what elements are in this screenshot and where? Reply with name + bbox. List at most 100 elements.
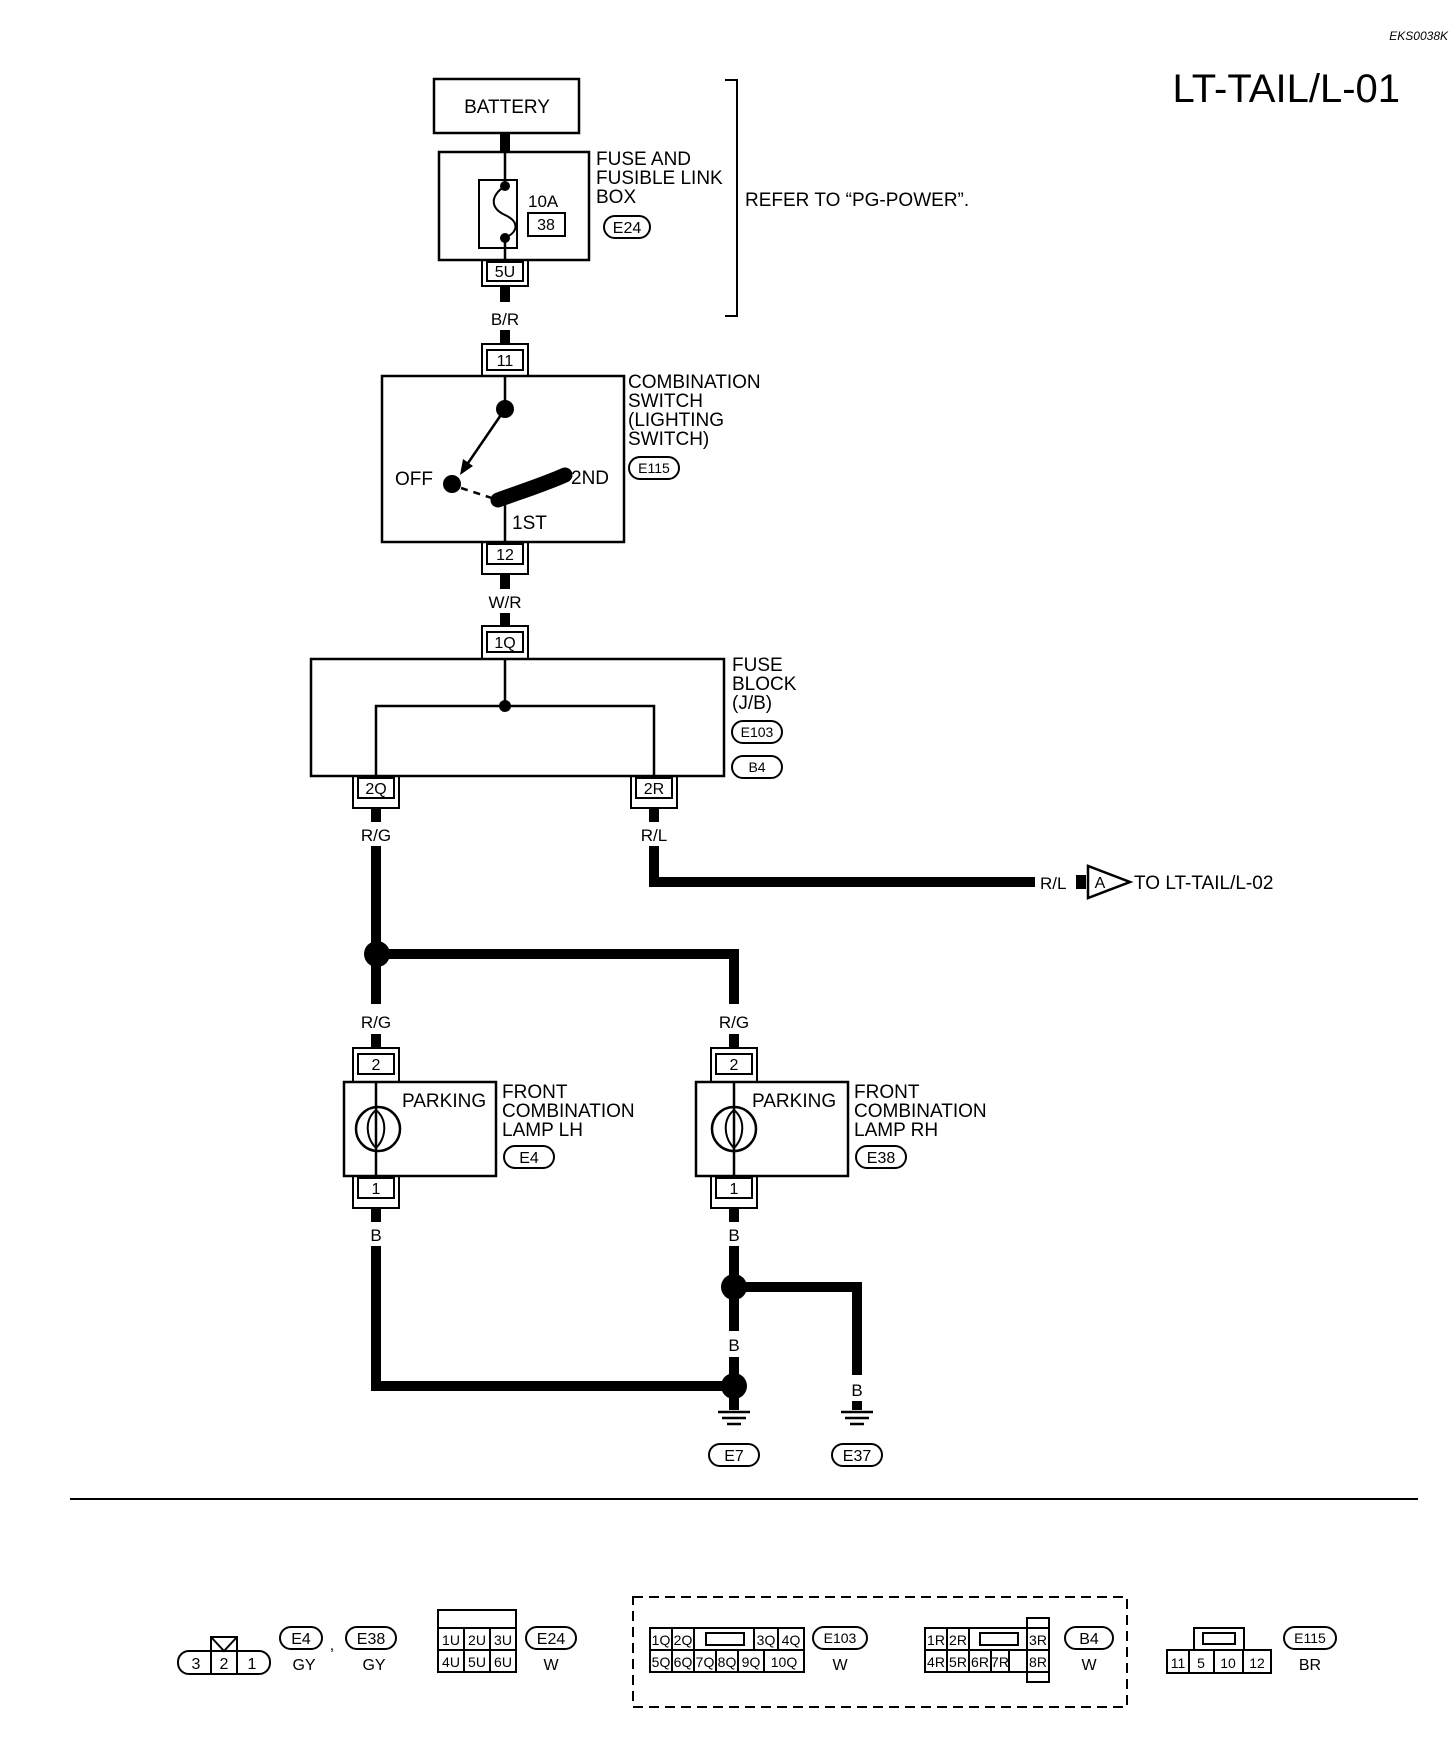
legend-c2-badge (525, 1626, 577, 1650)
lamp-lh-name-1: FRONT (502, 1082, 568, 1103)
legend-c4-pin-3r: 3R (1029, 1632, 1047, 1648)
lamp-rh-element: PARKING (752, 1091, 836, 1112)
fuse-box-terminal (481, 260, 529, 287)
fuse-block-pin-2r: 2R (644, 781, 664, 798)
off-page-connector (1086, 864, 1134, 900)
legend-c3-code: E103 (824, 1630, 857, 1646)
wire-label-b-lh: B (370, 1226, 381, 1245)
lamp-rh-terminal-top (710, 1047, 758, 1082)
legend-c5-color: BR (1299, 1657, 1321, 1674)
legend-c5-pin-5: 5 (1197, 1655, 1205, 1671)
splice-b-lower (721, 1373, 747, 1399)
ground-e7-icon (718, 1410, 750, 1426)
off-page-text: TO LT-TAIL/L-02 (1134, 873, 1273, 894)
fuse-block-name-1: FUSE (732, 655, 783, 676)
legend-jb-group (632, 1596, 1128, 1708)
legend-c3-pin-10q: 10Q (771, 1654, 798, 1670)
lamp-lh-box (342, 1080, 498, 1178)
fuse-block-connector-badge-1 (731, 720, 783, 744)
fuse-box-name-3: BOX (596, 187, 636, 208)
lamp-lh-pin-2: 2 (372, 1057, 381, 1074)
switch-pos-1st: 1ST (512, 513, 547, 534)
combination-switch-connector-badge (628, 456, 680, 480)
legend-c4-pin-7r: 7R (991, 1654, 1009, 1670)
legend-connector-e4-e38 (177, 1636, 271, 1675)
wire-b-branch (734, 1282, 862, 1375)
wire-r-g-branch (377, 949, 739, 1004)
legend-c4-pin-5r: 5R (949, 1654, 967, 1670)
lamp-rh-pin-2: 2 (730, 1057, 739, 1074)
switch-dashed-link (460, 486, 496, 501)
fuse-box-name-1: FUSE AND (596, 149, 691, 170)
legend-c1-code-2: E38 (357, 1631, 386, 1648)
lamp-lh-pin-1: 1 (372, 1181, 381, 1198)
switch-off-contact (443, 475, 461, 493)
legend-c4-pin-4r: 4R (927, 1654, 945, 1670)
legend-c3-pin-4q: 4Q (782, 1632, 801, 1648)
legend-c1-code-1: E4 (291, 1631, 311, 1648)
fuse-block-pin-1q: 1Q (494, 635, 515, 652)
wire-label-b-r: B/R (491, 310, 519, 329)
battery-label: BATTERY (464, 97, 550, 118)
switch-arrow (460, 459, 473, 475)
lamp-rh-name-1: FRONT (854, 1082, 920, 1103)
fuse-block-name-2: BLOCK (732, 674, 797, 695)
ground-e7-badge (708, 1443, 760, 1467)
wire-label-r-l-2: R/L (1040, 874, 1066, 893)
wire-label-w-r: W/R (488, 593, 521, 612)
legend-c3-pin-6q: 6Q (674, 1654, 693, 1670)
lamp-lh-connector-badge (503, 1145, 555, 1169)
legend-c5-code: E115 (1294, 1630, 1326, 1646)
legend-c3-pin-9q: 9Q (742, 1654, 761, 1670)
legend-c4-code: B4 (1079, 1631, 1099, 1648)
legend-c5-pin-11: 11 (1171, 1655, 1186, 1671)
legend-c3-pin-8q: 8Q (718, 1654, 737, 1670)
lamp-lh-terminal-top (352, 1047, 400, 1082)
legend-c3-pin-7q: 7Q (696, 1654, 715, 1670)
fuse-block-pin-2q: 2Q (365, 781, 386, 798)
legend-c2-color: W (543, 1657, 559, 1674)
switch-pos-2nd: 2ND (571, 468, 609, 489)
fuse-box: 10A 38 (437, 150, 591, 262)
fuse-block-terminal-in (481, 625, 529, 659)
combination-switch-pin-11: 11 (497, 353, 514, 370)
legend-connector-b4 (924, 1617, 1050, 1683)
legend-c1-pin-1: 1 (248, 1656, 257, 1673)
fuse-block-box (309, 657, 726, 778)
lamp-rh-box (694, 1080, 850, 1178)
legend-c2-pin-6u: 6U (494, 1654, 512, 1670)
fuse-block-connector-2: B4 (748, 759, 765, 775)
legend-c5-pin-12: 12 (1249, 1655, 1265, 1671)
legend-c2-pin-4u: 4U (442, 1654, 460, 1670)
doc-code: EKS0038K (1389, 29, 1449, 43)
fuse-block-name-3: (J/B) (732, 693, 772, 714)
fuse-box-connector-badge (603, 215, 651, 239)
lamp-lh-connector: E4 (519, 1150, 539, 1167)
legend-c3-pin-5q: 5Q (652, 1654, 671, 1670)
ground-e37-label: E37 (843, 1448, 872, 1465)
legend-connector-e24 (437, 1609, 517, 1673)
combination-switch-name-2: SWITCH (628, 391, 703, 412)
legend-c3-pin-3q: 3Q (757, 1632, 776, 1648)
legend-c1-comma: , (330, 1637, 334, 1654)
legend-c2-pin-5u: 5U (468, 1654, 486, 1670)
wire-r-l (649, 846, 1035, 887)
combination-switch-terminal-in (481, 343, 529, 376)
legend-c1-badge-2 (345, 1626, 397, 1650)
legend-c2-pin-3u: 3U (494, 1632, 512, 1648)
wire-label-b-rh: B (728, 1226, 739, 1245)
legend-c1-color-1: GY (292, 1657, 315, 1674)
legend-c2-pin-2u: 2U (468, 1632, 486, 1648)
switch-contact-band (490, 467, 573, 508)
combination-switch-box (380, 374, 626, 544)
lamp-rh-connector: E38 (867, 1150, 896, 1167)
lamp-rh-pin-1: 1 (730, 1181, 739, 1198)
combination-switch-name-4: SWITCH) (628, 429, 709, 450)
lamp-lh-element: PARKING (402, 1091, 486, 1112)
lamp-lh-name-2: COMBINATION (502, 1101, 635, 1122)
legend-c4-pin-2r: 2R (949, 1632, 967, 1648)
legend-c4-color: W (1081, 1657, 1097, 1674)
lamp-lh-name-3: LAMP LH (502, 1120, 583, 1141)
legend-c1-pin-2: 2 (220, 1656, 229, 1673)
